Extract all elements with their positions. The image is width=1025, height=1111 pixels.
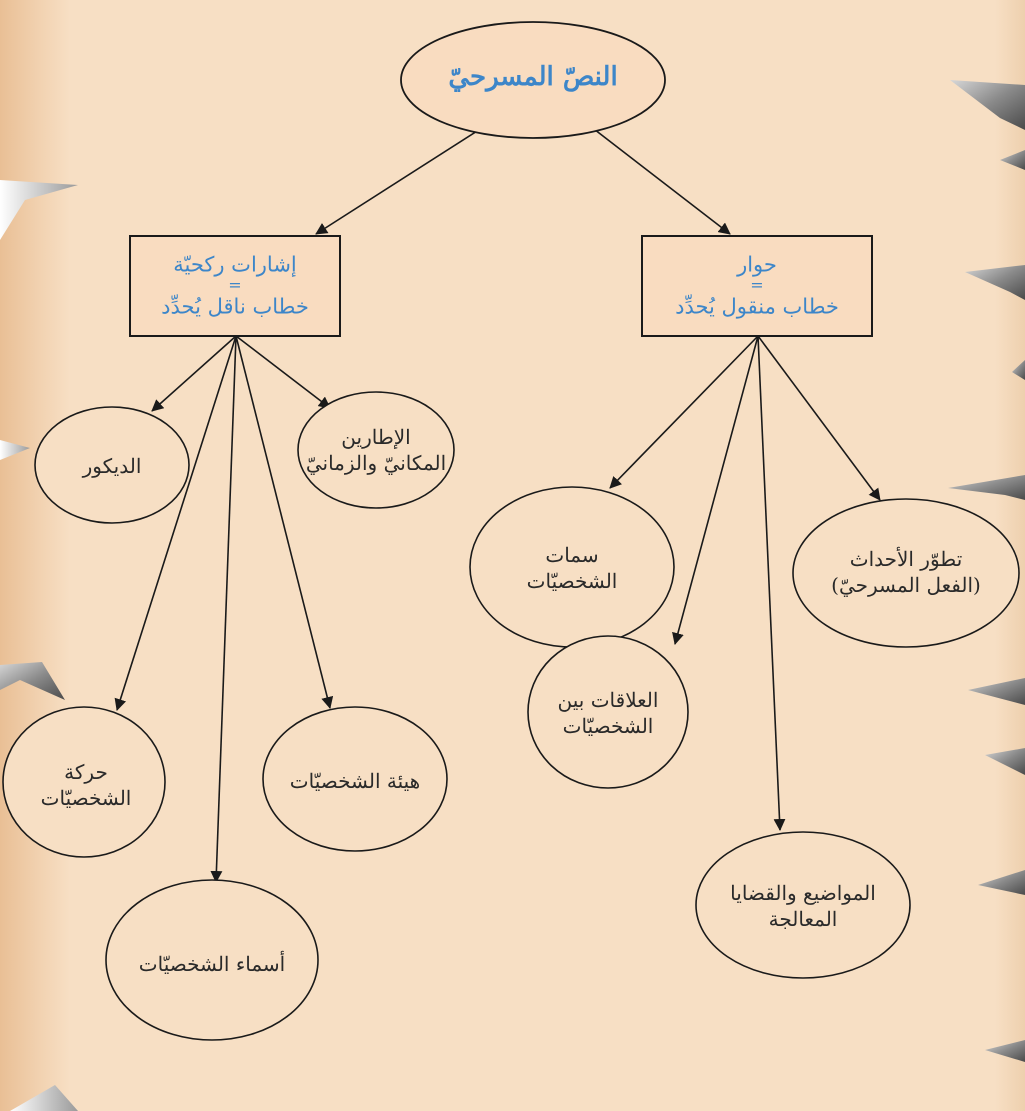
node-events-line1: تطوّر الأحداث xyxy=(849,547,963,571)
node-decor-label: الديكور xyxy=(82,454,142,478)
arrow-left-to-decor xyxy=(151,335,237,412)
root-node-label: النصّ المسرحيّ xyxy=(448,62,618,93)
left-box-line2: خطاب ناقل يُحدِّد xyxy=(161,294,309,319)
right-box-equals: = xyxy=(750,275,764,295)
node-movement-line1: حركة xyxy=(64,760,108,784)
arrow-left-to-movement xyxy=(114,335,237,711)
node-names: أسماء الشخصيّات xyxy=(139,951,285,977)
diagram-connectors xyxy=(114,125,881,883)
right-box-shape xyxy=(641,235,873,337)
node-themes: المواضيع والقضايا المعالجة xyxy=(730,880,876,932)
node-appearance-label: هيئة الشخصيّات xyxy=(289,769,421,793)
node-appearance-shape xyxy=(262,706,448,852)
node-events: تطوّر الأحداث (الفعل المسرحيّ) xyxy=(831,546,981,598)
decorative-shards-left xyxy=(0,180,78,1111)
node-relations-shape xyxy=(527,635,689,789)
node-relations: العلاقات بين الشخصيّات xyxy=(558,687,659,739)
node-names-shape xyxy=(105,879,319,1041)
node-traits: سمات الشخصيّات xyxy=(527,542,618,594)
left-box-line1: إشارات ركحيّة xyxy=(173,252,297,277)
node-themes-line1: المواضيع والقضايا xyxy=(730,881,876,905)
right-box: حوار = خطاب منقول يُحدِّد xyxy=(675,252,839,321)
node-movement-line2: الشخصيّات xyxy=(40,786,132,810)
arrow-left-to-names xyxy=(210,335,237,883)
root-node-shape xyxy=(400,21,666,139)
arrow-right-to-themes xyxy=(757,335,786,831)
node-events-line2: (الفعل المسرحيّ) xyxy=(831,573,981,597)
node-frames-shape xyxy=(297,391,455,509)
node-appearance: هيئة الشخصيّات xyxy=(290,768,420,794)
node-themes-shape xyxy=(695,831,911,979)
left-box: إشارات ركحيّة = خطاب ناقل يُحدِّد xyxy=(161,252,309,321)
right-box-line2: خطاب منقول يُحدِّد xyxy=(675,294,839,319)
node-traits-line1: سمات xyxy=(545,543,599,567)
left-box-equals: = xyxy=(228,275,242,295)
arrow-root-to-left-box xyxy=(315,125,486,235)
arrow-right-to-traits xyxy=(609,335,759,489)
node-names-label: أسماء الشخصيّات xyxy=(138,952,286,976)
node-decor: الديكور xyxy=(83,453,142,479)
node-movement-shape xyxy=(2,706,166,858)
decorative-shards-right xyxy=(948,80,1025,1062)
node-relations-line2: الشخصيّات xyxy=(562,714,654,738)
node-traits-line2: الشخصيّات xyxy=(526,569,618,593)
arrow-left-to-appearance xyxy=(235,335,334,709)
node-movement: حركة الشخصيّات xyxy=(41,759,132,811)
node-decor-shape xyxy=(34,406,190,524)
arrow-right-to-relations xyxy=(672,335,759,645)
left-box-shape xyxy=(129,235,341,337)
node-frames-line2: المكانيّ والزمانيّ xyxy=(305,451,447,475)
arrow-left-to-frames xyxy=(235,335,331,409)
right-box-line1: حوار xyxy=(737,252,777,277)
node-events-shape xyxy=(792,498,1020,648)
root-node: النصّ المسرحيّ xyxy=(448,61,617,95)
node-relations-line1: العلاقات بين xyxy=(557,688,659,712)
node-frames-line1: الإطارين xyxy=(341,425,411,449)
node-frames: الإطارين المكانيّ والزمانيّ xyxy=(306,424,446,476)
node-themes-line2: المعالجة xyxy=(768,907,838,931)
arrow-root-to-right-box xyxy=(589,125,731,235)
arrow-right-to-events xyxy=(757,335,881,501)
